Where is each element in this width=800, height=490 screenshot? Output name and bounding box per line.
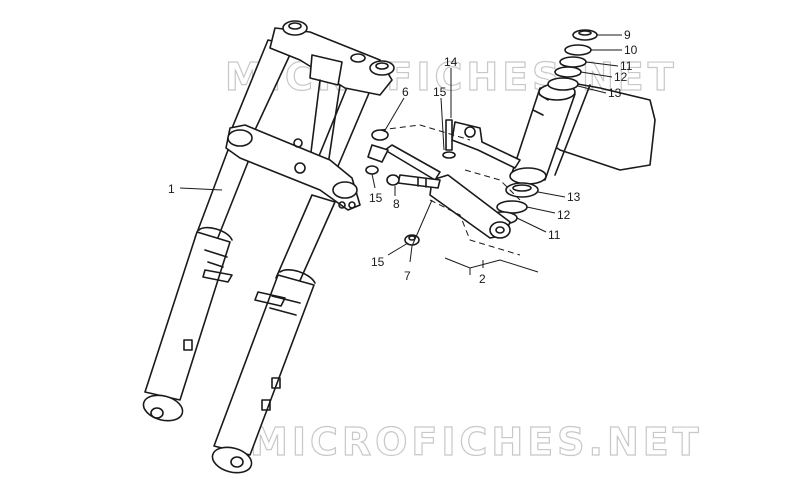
bolt-14 [445,119,453,151]
callout-13-top: 13 [608,86,622,100]
callout-12-bottom: 12 [557,208,571,222]
callouts: 1 2 6 7 8 9 10 11 11 12 12 13 13 14 15 1… [168,28,638,286]
callout-14: 14 [444,55,458,69]
damper-bracket [451,121,521,169]
washer-10 [564,44,592,56]
headstock-assembly [365,29,656,256]
right-fork-upper-tube [275,194,336,286]
callout-12-top: 12 [614,70,628,84]
callout-11-bottom: 11 [548,228,561,242]
damper-rod [384,144,441,181]
bearing-cup-12a [554,66,582,78]
callout-15-lower: 15 [371,255,385,269]
callout-1: 1 [168,182,175,196]
callout-2: 2 [479,272,486,286]
head-tube [511,87,576,181]
group-bracket-2 [444,257,539,273]
watermark-top: MICROFICHES.NET [225,55,678,99]
callout-13-bottom: 13 [567,190,581,204]
bearing-13a [547,77,579,91]
callout-15-upper: 15 [433,85,447,99]
fork-assembly [142,20,395,474]
callout-10: 10 [624,43,638,57]
nut-15a [365,165,379,175]
leader-lines [179,34,622,268]
watermark-bottom: MICROFICHES.NET [250,420,703,464]
bearing-cup-12b [496,200,528,214]
bottom-yoke [225,124,361,211]
callout-11-top: 11 [620,59,633,73]
callout-15-middle: 15 [369,191,383,205]
callout-7: 7 [404,269,411,283]
callout-6: 6 [402,85,409,99]
right-fork-slider [213,274,315,456]
mount-outline [379,124,521,201]
seal-11a [559,56,587,68]
callout-9: 9 [624,28,631,42]
callout-8: 8 [393,197,400,211]
left-fork-slider [144,231,231,401]
